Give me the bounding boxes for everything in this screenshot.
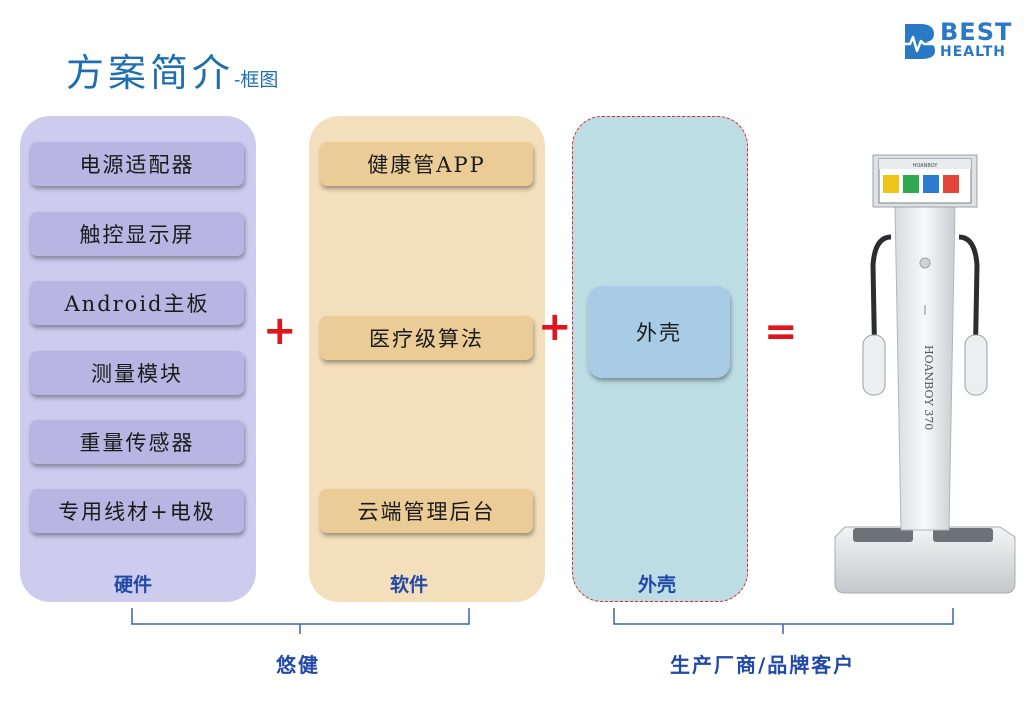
hardware-item-measure-module: 测量模块 xyxy=(30,351,244,395)
hardware-item-power-adapter: 电源适配器 xyxy=(30,142,244,186)
plus-sign-2: + xyxy=(538,304,572,350)
page-title: 方案简介-框图 xyxy=(66,42,278,97)
title-sub: -框图 xyxy=(234,69,279,91)
hardware-item-touch-screen: 触控显示屏 xyxy=(30,212,244,256)
hardware-label: 硬件 xyxy=(114,574,153,596)
logo-word-health: HEALTH xyxy=(940,44,1006,60)
software-item-cloud-backend: 云端管理后台 xyxy=(320,489,533,533)
software-label: 软件 xyxy=(390,574,429,596)
title-main: 方案简介 xyxy=(66,51,235,95)
heartbeat-logo-icon xyxy=(904,24,935,59)
right-group-bracket xyxy=(613,608,954,634)
left-group-bracket xyxy=(131,608,470,634)
hardware-item-android-board: Android主板 xyxy=(30,281,244,325)
hardware-item-weight-sensor: 重量传感器 xyxy=(30,420,244,464)
body-composition-analyzer-image: HOANBOY HOANBOY 370 xyxy=(834,154,1016,594)
device-screen-brand: HOANBOY xyxy=(913,163,939,169)
shell-box: 外壳 xyxy=(588,286,730,378)
hardware-item-cables-electrodes: 专用线材+电极 xyxy=(30,489,244,533)
logo-word-best: BEST xyxy=(940,18,1013,46)
plus-sign-1: + xyxy=(263,308,297,354)
shell-label: 外壳 xyxy=(638,574,677,596)
group-label-youjian: 悠健 xyxy=(276,653,320,677)
software-item-algorithm: 医疗级算法 xyxy=(320,316,533,360)
equals-sign: = xyxy=(764,309,798,355)
software-item-app: 健康管APP xyxy=(320,142,533,186)
best-health-logo: BEST HEALTH xyxy=(902,18,1013,62)
device-column-brand: HOANBOY 370 xyxy=(922,345,935,430)
group-label-manufacturer-brand: 生产厂商/品牌客户 xyxy=(670,653,856,677)
